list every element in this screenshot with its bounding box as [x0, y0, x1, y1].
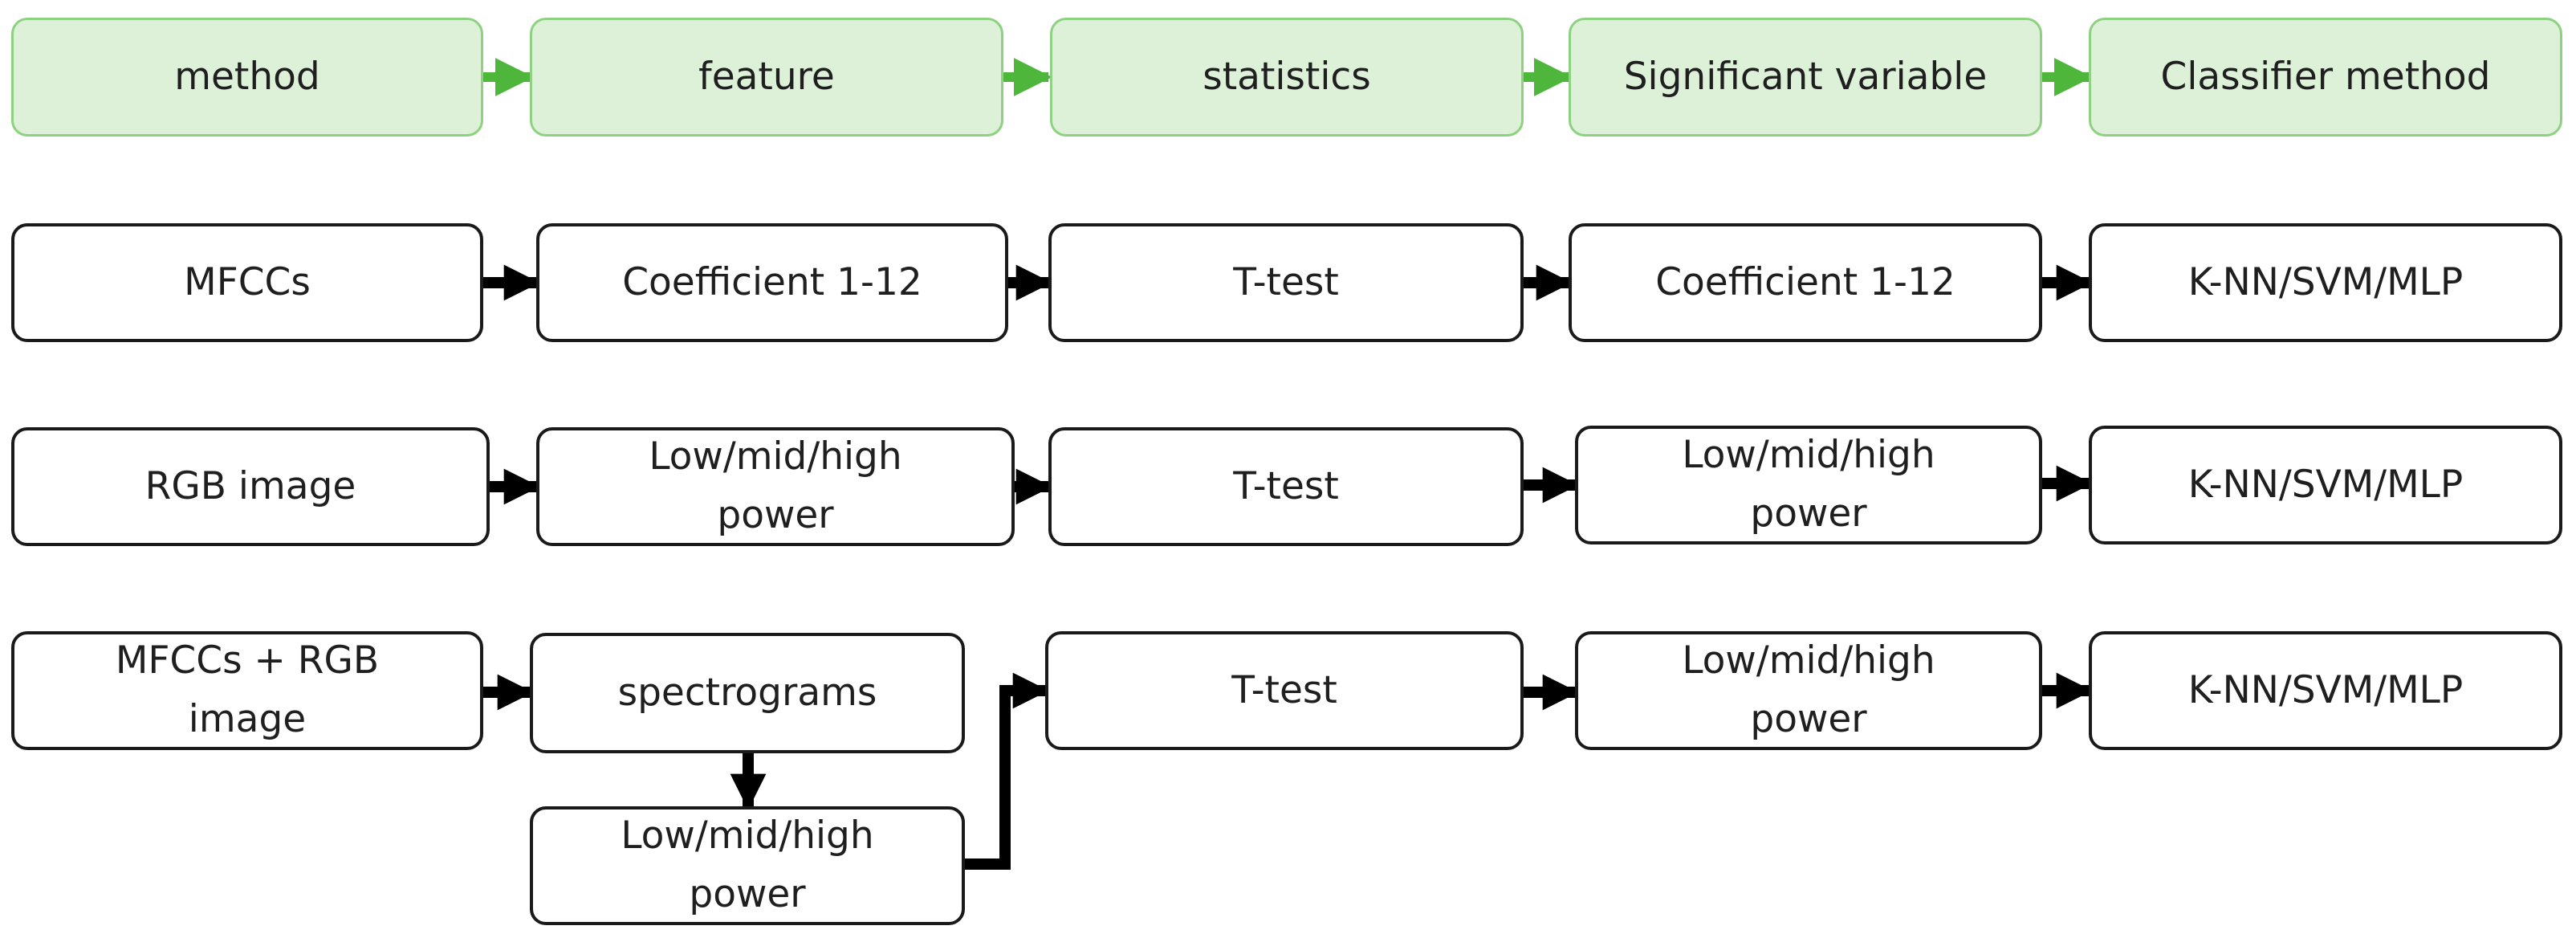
header-statistics-box: statistics: [1050, 18, 1524, 137]
row1-method-box: MFCCs: [11, 223, 483, 342]
row2-classifier-label: K-NN/SVM/MLP: [2187, 462, 2464, 507]
row3-feature-sub-label: Low/mid/high power: [621, 814, 874, 916]
row3-method-label: MFCCs + RGB image: [115, 638, 380, 741]
row2-method-box: RGB image: [11, 427, 490, 546]
row1-significant-label: Coefficient 1-12: [1655, 259, 1955, 304]
row3-feature-label: spectrograms: [617, 670, 877, 715]
row1-statistics-box: T-test: [1048, 223, 1524, 342]
row3-feature-box: spectrograms: [530, 633, 965, 753]
row1-statistics-label: T-test: [1233, 259, 1339, 304]
row1-feature-box: Coefficient 1-12: [536, 223, 1008, 342]
header-significant-box: Significant variable: [1569, 18, 2042, 137]
row3-significant-label: Low/mid/high power: [1682, 638, 1935, 741]
header-feature-label: feature: [698, 54, 835, 99]
row3-method-box: MFCCs + RGB image: [11, 631, 483, 750]
row2-statistics-label: T-test: [1233, 463, 1339, 508]
row2-statistics-box: T-test: [1048, 427, 1524, 546]
row3-feature-sub-box: Low/mid/high power: [530, 806, 965, 925]
row2-significant-label: Low/mid/high power: [1682, 433, 1935, 536]
header-statistics-label: statistics: [1203, 54, 1371, 99]
row2-significant-box: Low/mid/high power: [1575, 426, 2042, 544]
row3-arrow-elbow: [963, 672, 1049, 870]
header-significant-label: Significant variable: [1623, 54, 1988, 99]
header-classifier-box: Classifier method: [2089, 18, 2562, 137]
row1-classifier-box: K-NN/SVM/MLP: [2089, 223, 2562, 342]
row2-classifier-box: K-NN/SVM/MLP: [2089, 426, 2562, 544]
row3-statistics-box: T-test: [1045, 631, 1524, 750]
row2-feature-label: Low/mid/high power: [649, 434, 902, 537]
header-method-label: method: [174, 54, 320, 99]
row3-statistics-label: T-test: [1231, 667, 1337, 712]
row1-method-label: MFCCs: [184, 259, 311, 304]
header-feature-box: feature: [530, 18, 1003, 137]
row1-classifier-label: K-NN/SVM/MLP: [2187, 259, 2464, 304]
row1-feature-label: Coefficient 1-12: [622, 259, 922, 304]
row2-feature-box: Low/mid/high power: [536, 427, 1015, 546]
row2-method-label: RGB image: [144, 463, 356, 508]
header-classifier-label: Classifier method: [2160, 54, 2491, 99]
row3-classifier-label: K-NN/SVM/MLP: [2187, 667, 2464, 712]
header-method-box: method: [11, 18, 483, 137]
row3-classifier-box: K-NN/SVM/MLP: [2089, 631, 2562, 750]
row1-significant-box: Coefficient 1-12: [1569, 223, 2042, 342]
row3-significant-box: Low/mid/high power: [1575, 631, 2042, 750]
